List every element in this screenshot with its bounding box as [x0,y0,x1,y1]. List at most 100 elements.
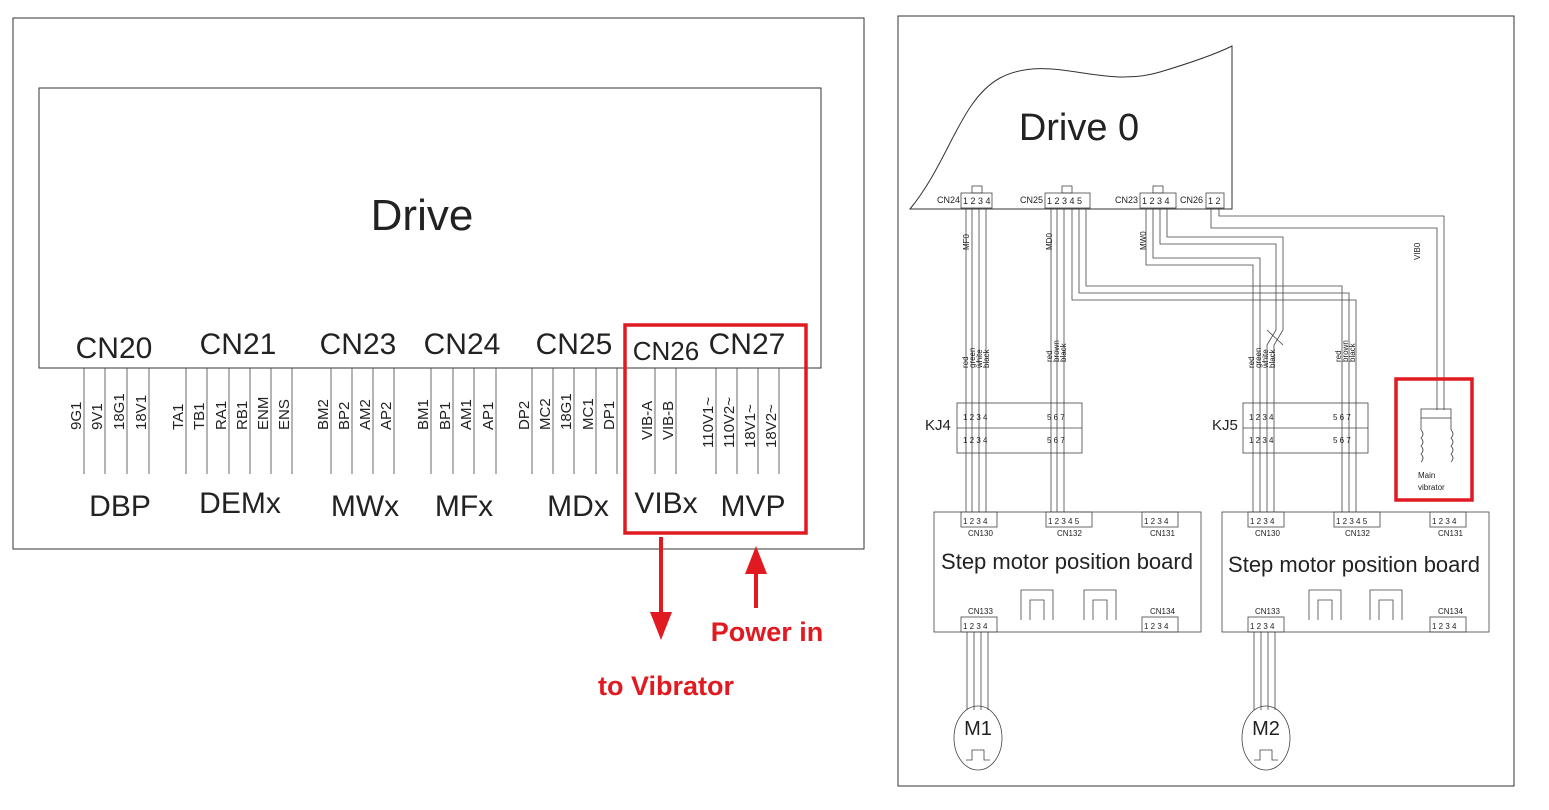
svg-text:1 2 3 4: 1 2 3 4 [1249,413,1274,422]
highlight-box [623,323,808,535]
pin-label: VIB-A [639,401,656,440]
drive-cn26 [1205,192,1225,209]
svg-text:1 2 3 4: 1 2 3 4 [1250,622,1275,631]
svg-text:black: black [1059,342,1068,362]
pin-label: 18G1 [558,393,575,430]
svg-text:5 6 7: 5 6 7 [1333,436,1351,445]
pin-leads [83,368,780,474]
pin-label: BM2 [315,399,332,430]
pin-label: 18V1~ [742,404,759,448]
connector-label-cn26: CN26 [633,336,699,366]
svg-text:CN133: CN133 [1255,607,1280,616]
drive-cn23-label: CN23 [1115,195,1138,205]
pin-label: BM1 [415,399,432,430]
step-motor-board-1: 1 2 3 4 CN130 1 2 3 4 5 CN132 1 2 3 4 CN… [933,511,1202,633]
svg-text:red: red [1045,350,1054,362]
pin-label: AM1 [458,399,475,430]
drive-cn26-pins: 1 2 [1208,196,1221,206]
svg-text:CN131: CN131 [1150,529,1175,538]
group-label-vibx: VIBx [634,487,697,520]
svg-text:CN133: CN133 [968,607,993,616]
svg-text:brown: brown [1341,340,1350,362]
drive-cn26-label: CN26 [1180,195,1203,205]
svg-text:black: black [1268,348,1277,368]
right-panel: Drive 0 CN24 1 2 3 4 CN25 1 2 3 4 5 CN23… [897,15,1515,787]
vibrator-coil [1420,408,1454,463]
svg-text:5 6 7: 5 6 7 [1047,413,1065,422]
svg-text:black: black [982,348,991,368]
arrow-to-vibrator [650,537,672,640]
signal-label-mf0: MF0 [962,233,971,250]
wires [965,208,1445,710]
pin-label: AP2 [378,402,395,430]
power-in-label: Power in [711,617,824,647]
pin-label: DP2 [516,401,533,430]
svg-text:5 6 7: 5 6 7 [1333,413,1351,422]
pin-label: 110V2~ [721,397,738,448]
drive0-outline [908,45,1233,210]
kj5-label: KJ5 [1212,417,1238,434]
svg-text:5 6 7: 5 6 7 [1047,436,1065,445]
pin-label: 18V1 [133,395,150,430]
board-title-1: Step motor position board [941,549,1193,574]
group-label-dbp: DBP [89,490,151,523]
pin-label: BP2 [336,402,353,430]
pin-label: TA1 [170,404,187,430]
pin-label: BP1 [437,402,454,430]
pin-label: RB1 [234,401,251,430]
svg-text:1 2 3 4: 1 2 3 4 [963,413,988,422]
svg-text:CN132: CN132 [1057,529,1082,538]
svg-text:CN130: CN130 [1255,529,1280,538]
pin-label: AP1 [480,402,497,430]
svg-text:red: red [1247,356,1256,368]
svg-text:CN134: CN134 [1438,607,1463,616]
svg-text:black: black [1348,342,1357,362]
svg-text:green: green [1254,348,1263,368]
pin-label: 18V2~ [763,404,780,448]
pin-label: ENM [255,397,272,430]
drive-box [38,87,822,369]
svg-text:1 2 3 4: 1 2 3 4 [963,436,988,445]
connector-label-cn20: CN20 [76,332,153,365]
board-title-2: Step motor position board [1228,552,1480,577]
svg-text:1 2 3 4: 1 2 3 4 [1144,517,1169,526]
pin-label: DP1 [601,401,618,430]
svg-text:white: white [1261,349,1270,369]
svg-text:1 2 3 4 5: 1 2 3 4 5 [1048,517,1080,526]
pin-label: RA1 [213,401,230,430]
connector-label-cn21: CN21 [200,328,277,361]
svg-text:red: red [1334,350,1343,362]
svg-text:1 2 3 4: 1 2 3 4 [1144,622,1169,631]
svg-text:brown: brown [1052,340,1061,362]
signal-label-mw0: MW0 [1139,231,1148,250]
pin-label: 9G1 [68,402,85,430]
connector-label-cn24: CN24 [424,328,501,361]
pin-label: AM2 [357,399,374,430]
drive-title: Drive [371,191,474,240]
pin-label: 18G1 [111,393,128,430]
group-label-mdx: MDx [547,490,609,523]
right-frame [897,15,1515,787]
svg-text:1 2 3 4: 1 2 3 4 [1432,622,1457,631]
wire-color-labels: red green white black red brown black re… [961,340,1357,369]
left-frame [12,17,865,550]
pin-labels: 9G1 9V1 18G1 18V1 TA1 TB1 RA1 RB1 ENM EN… [68,393,780,448]
group-label-mvp: MVP [720,490,785,523]
svg-text:green: green [968,348,977,368]
svg-text:M1: M1 [964,718,992,740]
motor-m2: M2 [1241,705,1291,771]
drive-cn24-pins: 1 2 3 4 [963,196,991,206]
pin-label: MC2 [537,398,554,430]
pin-label: TB1 [191,402,208,430]
connector-label-cn23: CN23 [320,328,397,361]
svg-text:CN130: CN130 [968,529,993,538]
kj4-label: KJ4 [925,417,951,434]
signal-label-md0: MD0 [1045,233,1054,250]
svg-text:red: red [961,356,970,368]
svg-text:1 2 3 4: 1 2 3 4 [963,622,988,631]
drive-cn25-label: CN25 [1020,195,1043,205]
pin-label: 9V1 [89,403,106,430]
vibrator-highlight [1394,377,1474,502]
pin-label: ENS [276,399,293,430]
